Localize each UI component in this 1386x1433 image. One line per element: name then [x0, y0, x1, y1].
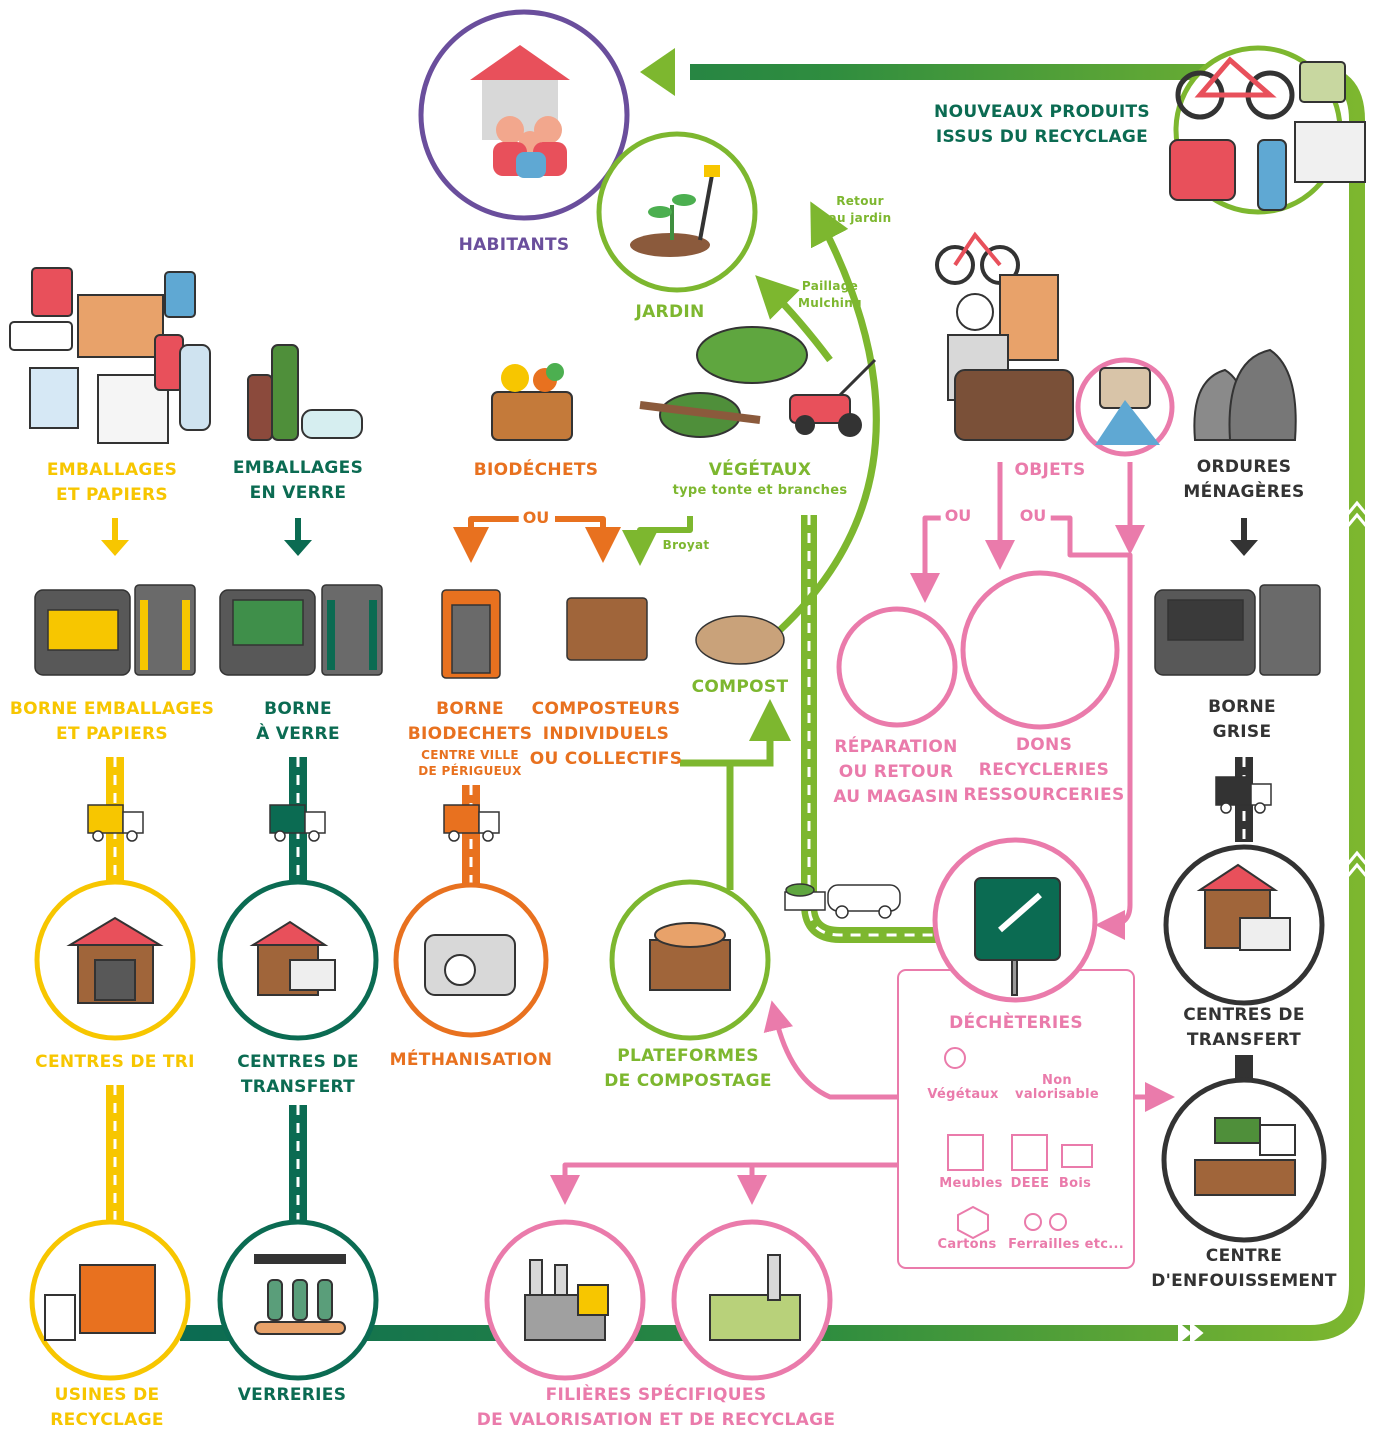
cartons-icon — [957, 1205, 989, 1240]
dech-item-ferrailles: Ferrailles etc... — [1008, 1237, 1124, 1252]
decheterie-item-icons — [944, 1047, 1093, 1240]
objets-label: OBJETS — [1014, 460, 1086, 480]
jardin-label: JARDIN — [635, 302, 705, 322]
trucks — [87, 776, 1272, 919]
bins — [34, 584, 1321, 679]
biodechets-split — [453, 516, 693, 566]
lime-arrows — [680, 201, 880, 890]
dech-item-cartons: Cartons — [937, 1237, 997, 1252]
house-icon — [470, 45, 570, 178]
bois-icon — [1061, 1144, 1093, 1168]
vegetation-icon — [639, 326, 877, 438]
decheteries-label: DÉCHÈTERIES — [949, 1013, 1083, 1033]
ou-biodechets: OU — [518, 508, 554, 527]
methanisation-label: MÉTHANISATION — [389, 1050, 553, 1070]
dech-item-bois: Bois — [1058, 1176, 1092, 1191]
jardin-circle — [596, 131, 758, 293]
habitants-label: HABITANTS — [458, 235, 570, 255]
circle-icons — [44, 863, 1296, 1341]
reparation-circle — [836, 606, 958, 728]
new-products-icons — [1169, 56, 1366, 211]
biodechets-label: BIODÉCHETS — [473, 460, 599, 480]
ferrailles-icon — [1024, 1213, 1042, 1231]
biowaste-basket-icon — [491, 363, 573, 441]
dons-circle — [960, 570, 1120, 730]
circles — [29, 9, 1343, 1381]
compost-label: COMPOST — [691, 677, 789, 697]
ou-objets-1: OU — [940, 506, 976, 525]
plant-shovel-icon — [630, 165, 720, 257]
ou-objets-2: OU — [1015, 506, 1051, 525]
verreries-label: VERRERIES — [237, 1385, 347, 1405]
dech-vegetaux-label: Végétaux — [927, 1087, 999, 1102]
dech-item-deee: DEEE — [1010, 1176, 1050, 1191]
centres-tri-label: CENTRES DE TRI — [35, 1052, 195, 1072]
glass-bottles-icon — [247, 344, 363, 441]
objects-icon — [935, 231, 1160, 445]
lane-green — [289, 757, 307, 1235]
meubles-icon — [947, 1134, 984, 1171]
trash-bags-icon — [1193, 348, 1297, 441]
dech-item-meubles: Meubles — [939, 1176, 1003, 1191]
deee-icon — [1011, 1134, 1048, 1171]
packaging-icons — [9, 267, 211, 444]
vegetaux-icon — [944, 1047, 966, 1069]
lane-orange — [462, 785, 480, 885]
loop-arrowhead — [640, 48, 675, 96]
down-arrows — [101, 518, 1258, 556]
broyat-label: Broyat — [662, 538, 710, 552]
